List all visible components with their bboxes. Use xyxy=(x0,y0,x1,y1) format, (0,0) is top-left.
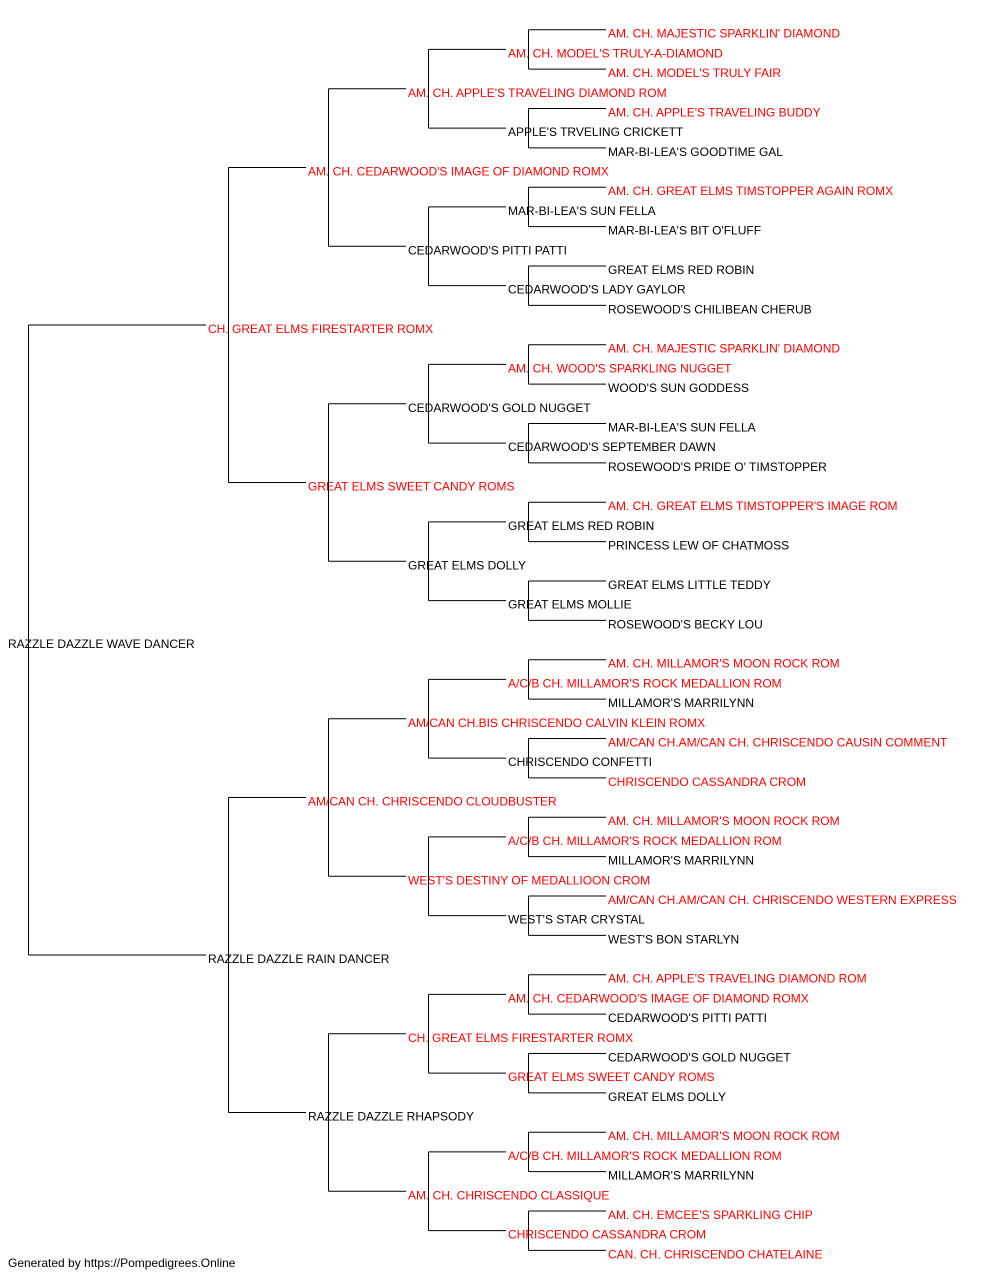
pedigree-name-gen3: CH. GREAT ELMS FIRESTARTER ROMX xyxy=(408,1031,633,1045)
pedigree-name-gen4: WEST'S STAR CRYSTAL xyxy=(508,913,645,927)
pedigree-name-gen4: APPLE'S TRVELING CRICKETT xyxy=(508,125,684,139)
pedigree-name-gen1: CH. GREAT ELMS FIRESTARTER ROMX xyxy=(208,322,433,336)
pedigree-name-gen5: CEDARWOOD'S PITTI PATTI xyxy=(608,1011,767,1025)
pedigree-name-gen3: CEDARWOOD'S PITTI PATTI xyxy=(408,243,567,257)
pedigree-name-gen5: AM/CAN CH.AM/CAN CH. CHRISCENDO WESTERN … xyxy=(608,893,957,907)
pedigree-name-gen5: ROSEWOOD'S CHILIBEAN CHERUB xyxy=(608,302,812,316)
pedigree-name-gen2: AM. CH. CEDARWOOD'S IMAGE OF DIAMOND ROM… xyxy=(308,165,609,179)
pedigree-name-gen5: AM. CH. MAJESTIC SPARKLIN' DIAMOND xyxy=(608,342,840,356)
pedigree-name-gen5: MAR-BI-LEA'S GOODTIME GAL xyxy=(608,145,783,159)
pedigree-name-gen5: AM. CH. GREAT ELMS TIMSTOPPER'S IMAGE RO… xyxy=(608,499,897,513)
pedigree-name-gen4: CEDARWOOD'S SEPTEMBER DAWN xyxy=(508,440,716,454)
pedigree-name-gen2: RAZZLE DAZZLE RHAPSODY xyxy=(308,1110,474,1124)
pedigree-name-gen5: MILLAMOR'S MARRILYNN xyxy=(608,854,754,868)
pedigree-name-gen2: GREAT ELMS SWEET CANDY ROMS xyxy=(308,480,514,494)
pedigree-name-gen4: AM. CH. CEDARWOOD'S IMAGE OF DIAMOND ROM… xyxy=(508,991,809,1005)
pedigree-name-gen5: GREAT ELMS LITTLE TEDDY xyxy=(608,578,771,592)
pedigree-name-gen3: GREAT ELMS DOLLY xyxy=(408,558,526,572)
pedigree-name-gen4: MAR-BI-LEA'S SUN FELLA xyxy=(508,204,656,218)
pedigree-name-gen4: GREAT ELMS SWEET CANDY ROMS xyxy=(508,1070,714,1084)
pedigree-name-gen3: AM. CH. CHRISCENDO CLASSIQUE xyxy=(408,1188,609,1202)
pedigree-name-gen5: MAR-BI-LEA'S SUN FELLA xyxy=(608,420,756,434)
pedigree-name-gen4: A/C/B CH. MILLAMOR'S ROCK MEDALLION ROM xyxy=(508,1149,782,1163)
pedigree-name-gen0: RAZZLE DAZZLE WAVE DANCER xyxy=(8,637,195,651)
pedigree-name-gen5: ROSEWOOD'S BECKY LOU xyxy=(608,617,763,631)
pedigree-name-gen4: CHRISCENDO CONFETTI xyxy=(508,755,652,769)
pedigree-name-gen3: AM. CH. APPLE'S TRAVELING DIAMOND ROM xyxy=(408,86,667,100)
pedigree-name-gen4: A/C/B CH. MILLAMOR'S ROCK MEDALLION ROM xyxy=(508,676,782,690)
pedigree-name-gen5: CEDARWOOD'S GOLD NUGGET xyxy=(608,1050,791,1064)
pedigree-name-gen5: CAN. CH. CHRISCENDO CHATELAINE xyxy=(608,1247,822,1261)
pedigree-name-gen5: WOOD'S SUN GODDESS xyxy=(608,381,749,395)
pedigree-name-gen5: AM. CH. APPLE'S TRAVELING DIAMOND ROM xyxy=(608,972,867,986)
pedigree-name-gen5: AM. CH. EMCEE'S SPARKLING CHIP xyxy=(608,1208,813,1222)
pedigree-name-gen4: GREAT ELMS RED ROBIN xyxy=(508,519,654,533)
pedigree-name-gen5: CHRISCENDO CASSANDRA CROM xyxy=(608,775,806,789)
pedigree-name-gen4: CEDARWOOD'S LADY GAYLOR xyxy=(508,283,686,297)
pedigree-name-gen5: PRINCESS LEW OF CHATMOSS xyxy=(608,539,789,553)
pedigree-name-gen5: GREAT ELMS DOLLY xyxy=(608,1090,726,1104)
pedigree-name-gen4: GREAT ELMS MOLLIE xyxy=(508,598,632,612)
pedigree-name-gen5: ROSEWOOD'S PRIDE O' TIMSTOPPER xyxy=(608,460,827,474)
pedigree-name-gen4: AM. CH. WOOD'S SPARKLING NUGGET xyxy=(508,361,732,375)
footer-credit: Generated by https://Pompedigrees.Online xyxy=(8,1256,236,1270)
pedigree-name-gen5: AM. CH. MODEL'S TRULY FAIR xyxy=(608,66,781,80)
pedigree-name-gen5: AM. CH. MAJESTIC SPARKLIN' DIAMOND xyxy=(608,27,840,41)
pedigree-name-gen3: AM/CAN CH.BIS CHRISCENDO CALVIN KLEIN RO… xyxy=(408,716,705,730)
pedigree-name-gen5: MILLAMOR'S MARRILYNN xyxy=(608,1169,754,1183)
pedigree-name-gen5: AM. CH. GREAT ELMS TIMSTOPPER AGAIN ROMX xyxy=(608,184,893,198)
pedigree-name-gen5: MILLAMOR'S MARRILYNN xyxy=(608,696,754,710)
pedigree-name-gen5: AM. CH. MILLAMOR'S MOON ROCK ROM xyxy=(608,657,840,671)
pedigree-name-gen5: AM. CH. APPLE'S TRAVELING BUDDY xyxy=(608,105,821,119)
pedigree-name-gen5: WEST'S BON STARLYN xyxy=(608,932,739,946)
pedigree-name-gen5: MAR-BI-LEA'S BIT O'FLUFF xyxy=(608,224,761,238)
pedigree-name-gen5: AM/CAN CH.AM/CAN CH. CHRISCENDO CAUSIN C… xyxy=(608,735,948,749)
pedigree-name-gen5: AM. CH. MILLAMOR'S MOON ROCK ROM xyxy=(608,1129,840,1143)
pedigree-name-gen5: AM. CH. MILLAMOR'S MOON ROCK ROM xyxy=(608,814,840,828)
pedigree-name-gen1: RAZZLE DAZZLE RAIN DANCER xyxy=(208,952,390,966)
pedigree-name-gen2: AM/CAN CH. CHRISCENDO CLOUDBUSTER xyxy=(308,795,557,809)
pedigree-name-gen4: A/C/B CH. MILLAMOR'S ROCK MEDALLION ROM xyxy=(508,834,782,848)
pedigree-name-gen4: AM. CH. MODEL'S TRULY-A-DIAMOND xyxy=(508,46,723,60)
pedigree-name-gen4: CHRISCENDO CASSANDRA CROM xyxy=(508,1228,706,1242)
pedigree-name-gen3: WEST'S DESTINY OF MEDALLIOON CROM xyxy=(408,873,650,887)
pedigree-name-gen5: GREAT ELMS RED ROBIN xyxy=(608,263,754,277)
pedigree-name-gen3: CEDARWOOD'S GOLD NUGGET xyxy=(408,401,591,415)
